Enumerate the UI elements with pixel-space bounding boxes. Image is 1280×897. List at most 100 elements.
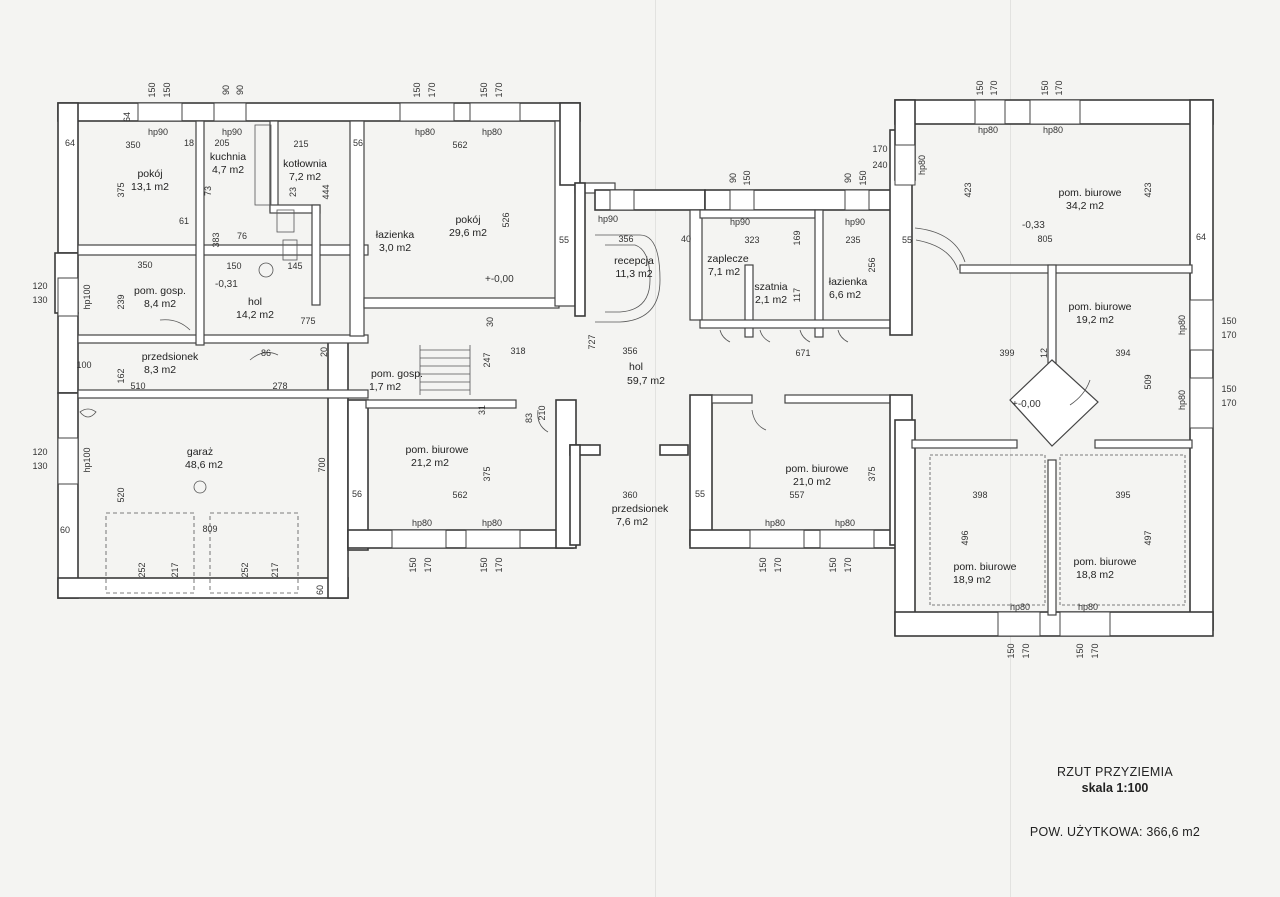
dimension: 150 [162, 82, 172, 97]
dimension: 350 [137, 260, 152, 270]
window-label: hp100 [82, 447, 92, 472]
dimension: 76 [237, 231, 247, 241]
dimension: 40 [681, 234, 691, 244]
dimension: 215 [293, 139, 308, 149]
window-label: hp100 [82, 284, 92, 309]
dimension: 150 [412, 82, 422, 97]
window [819, 529, 875, 549]
room-outline [929, 454, 1046, 606]
dimension: 247 [482, 352, 492, 367]
dimension: 100 [76, 360, 91, 370]
dimension: 64 [1196, 232, 1206, 242]
room-area: 13,1 m2 [131, 181, 169, 193]
door-swing [159, 319, 191, 331]
door-swing [914, 227, 966, 263]
dimension: 117 [792, 288, 802, 302]
dimension: 170 [494, 557, 504, 572]
window-label: hp80 [917, 155, 927, 175]
dimension: 423 [963, 182, 973, 197]
dimension: 360 [622, 490, 637, 500]
window [1059, 611, 1111, 637]
dimension: 145 [287, 261, 302, 271]
room-area: 6,6 m2 [829, 289, 861, 301]
dimension: 90 [235, 85, 245, 95]
reception-counter [605, 244, 651, 313]
dimension: 23 [288, 187, 298, 197]
window [399, 102, 455, 122]
window [997, 611, 1041, 637]
room-area: 21,2 m2 [411, 457, 449, 469]
room-area: 7,1 m2 [708, 266, 740, 278]
right-wing-walls [894, 99, 1214, 637]
paper-fold-line [655, 0, 656, 897]
dimension: 150 [1006, 643, 1016, 658]
wall [911, 439, 1018, 449]
door-swing [915, 239, 959, 271]
room-name: szatnia [754, 281, 787, 293]
wall [57, 577, 349, 599]
room-area: 21,0 m2 [793, 476, 831, 488]
dimension: 60 [60, 525, 70, 535]
room-name: pom. gosp. [371, 368, 423, 380]
dimension: 170 [1221, 330, 1236, 340]
room-area: 59,7 m2 [627, 375, 665, 387]
window-label: hp80 [1177, 390, 1187, 410]
wall [327, 339, 349, 599]
window [213, 102, 247, 122]
room-name: pom. biurowe [1068, 301, 1131, 313]
wall [195, 120, 205, 346]
window-label: hp80 [1177, 315, 1187, 335]
window-label: hp80 [1010, 602, 1030, 612]
wall [1094, 439, 1193, 449]
wall [744, 264, 754, 338]
dimension: 60 [315, 585, 325, 595]
dimension: 90 [728, 173, 738, 183]
dimension: 55 [559, 235, 569, 245]
bottom-dimensions: 150 170 150 170 150 170 150 170 150 170 … [408, 557, 1100, 658]
room-name: pom. biurowe [785, 463, 848, 475]
room-name: łazienka [829, 276, 868, 288]
room-name: przedsionek [142, 351, 199, 363]
wall [57, 312, 79, 394]
room-area: 1,7 m2 [369, 381, 401, 393]
dimension: 318 [510, 346, 525, 356]
door-swing [751, 409, 767, 431]
wall [689, 209, 703, 321]
wall [559, 102, 581, 186]
dimension: 170 [872, 144, 887, 154]
fixtures [79, 124, 298, 494]
window [57, 437, 79, 485]
dimension: 61 [179, 216, 189, 226]
door-swing [837, 329, 849, 343]
dimension: 356 [618, 234, 633, 244]
room-area: 34,2 m2 [1066, 200, 1104, 212]
wall [894, 419, 916, 636]
room-area: 4,7 m2 [212, 164, 244, 176]
dimension: 150 [1221, 384, 1236, 394]
stove-icon [254, 124, 272, 206]
dimension: 239 [116, 294, 126, 309]
room-area: 19,2 m2 [1076, 314, 1114, 326]
window-label: hp80 [482, 127, 502, 137]
dimension: 150 [226, 261, 241, 271]
dimension: 809 [202, 524, 217, 534]
dimension: 90 [221, 85, 231, 95]
wall [77, 389, 369, 399]
doors [159, 227, 1091, 433]
dimension: 170 [494, 82, 504, 97]
room-area: 11,3 m2 [615, 268, 652, 280]
room-name: pom. biurowe [953, 561, 1016, 573]
dimension: 170 [1090, 643, 1100, 658]
window-label: hp90 [222, 127, 242, 137]
wall [349, 120, 365, 337]
dimension: 510 [130, 381, 145, 391]
sink-icon [79, 408, 97, 418]
dimension: 557 [789, 490, 804, 500]
dimension: 150 [1040, 80, 1050, 95]
dimension: 375 [116, 182, 126, 197]
dimension: 150 [147, 82, 157, 97]
room-name: garaż [187, 446, 213, 458]
dimension: 30 [485, 317, 495, 327]
window [469, 102, 521, 122]
window-label: hp80 [978, 125, 998, 135]
